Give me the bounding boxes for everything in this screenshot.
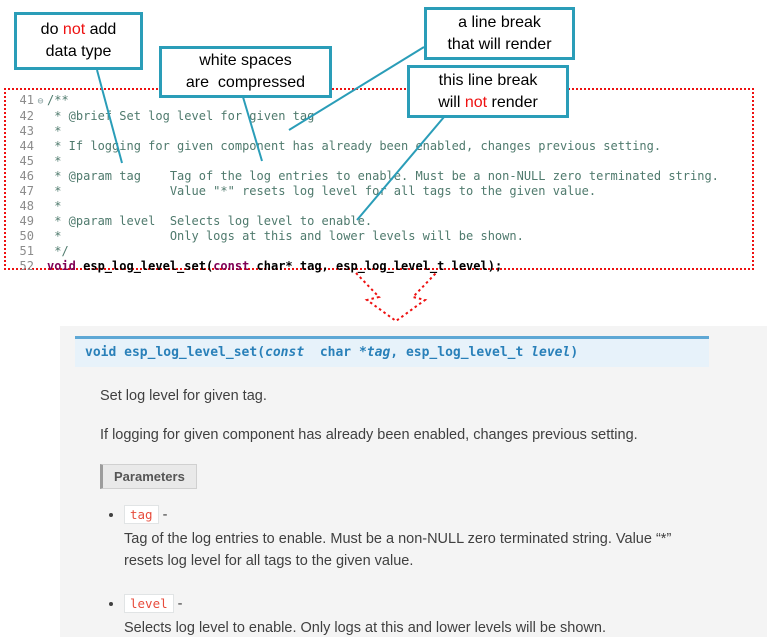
line-number: 44 bbox=[19, 139, 34, 153]
code-line: 52 void esp_log_level_set(const char* tag… bbox=[10, 259, 752, 274]
param-list: tag - Tag of the log entries to enable. … bbox=[100, 504, 712, 637]
code-editor-snippet: 41⊖/** 42 * @brief Set log level for giv… bbox=[4, 88, 754, 273]
code-line: 48 * bbox=[10, 199, 752, 214]
callout-text: this line break bbox=[438, 71, 538, 89]
param-dash: - bbox=[173, 596, 183, 613]
code-line: 45 * bbox=[10, 154, 752, 169]
callout-text: a line break bbox=[458, 13, 541, 31]
transform-arrow-icon bbox=[355, 272, 437, 323]
param-desc: Selects log level to enable. Only logs a… bbox=[124, 620, 606, 637]
emphasized-not: not bbox=[62, 21, 86, 39]
param-name-chip: tag bbox=[124, 504, 159, 524]
code-line: 42 * @brief Set log level for given tag bbox=[10, 109, 752, 124]
callout-text: data type bbox=[45, 43, 112, 60]
callout-box-no-data-type: do not add data type bbox=[14, 12, 143, 70]
line-number: 49 bbox=[19, 214, 34, 228]
function-signature: void esp_log_level_set(const char *tag, … bbox=[75, 336, 709, 367]
code-text: * bbox=[47, 154, 62, 168]
line-number: 41 bbox=[19, 93, 34, 107]
param-item: tag - Tag of the log entries to enable. … bbox=[124, 504, 712, 573]
line-number: 51 bbox=[19, 244, 34, 258]
sig-keyword-const: const bbox=[265, 345, 305, 360]
param-head: tag - bbox=[124, 504, 712, 524]
code-text: */ bbox=[47, 244, 69, 258]
callout-box-whitespace-compressed: white spaces are compressed bbox=[159, 46, 332, 98]
callout-text: will not render bbox=[438, 93, 538, 111]
code-text: * Only logs at this and lower levels wil… bbox=[47, 229, 524, 243]
line-number: 52 bbox=[19, 259, 34, 273]
code-text: * Value "*" resets log level for all tag… bbox=[47, 184, 597, 198]
emphasized-not: not bbox=[464, 93, 488, 111]
doc-brief: Set log level for given tag. bbox=[100, 388, 267, 404]
callout-text: white spaces bbox=[199, 52, 292, 70]
callout-text: that will render bbox=[447, 35, 552, 53]
code-text: * @param tag Tag of the log entries to e… bbox=[47, 169, 719, 183]
line-number: 46 bbox=[19, 169, 34, 183]
code-text: /** bbox=[47, 93, 69, 107]
line-number: 47 bbox=[19, 184, 34, 198]
code-line: 47 * Value "*" resets log level for all … bbox=[10, 184, 752, 199]
sig-function-name: esp_log_level_set bbox=[116, 345, 258, 360]
callout-text: are compressed bbox=[185, 74, 306, 91]
line-number: 48 bbox=[19, 199, 34, 213]
sig-type-level: esp_log_level_t bbox=[405, 345, 532, 360]
parameters-label: Parameters bbox=[100, 463, 197, 489]
param-dash: - bbox=[158, 506, 168, 523]
code-line: 43 * bbox=[10, 124, 752, 139]
code-text: * bbox=[47, 199, 62, 213]
code-line: 50 * Only logs at this and lower levels … bbox=[10, 229, 752, 244]
code-text: void esp_log_level_set(const char* tag, … bbox=[47, 259, 503, 273]
sig-arg-tag: tag bbox=[366, 345, 391, 360]
code-line: 41⊖/** bbox=[10, 93, 752, 109]
param-item: level - Selects log level to enable. Onl… bbox=[124, 594, 712, 637]
line-number: 43 bbox=[19, 124, 34, 138]
sig-arg-level: level bbox=[531, 345, 571, 360]
code-text: * If logging for given component has alr… bbox=[47, 139, 662, 153]
keyword-const: const bbox=[213, 259, 250, 273]
sig-keyword-void: void bbox=[85, 345, 117, 360]
code-line: 46 * @param tag Tag of the log entries t… bbox=[10, 169, 752, 184]
callout-text: do not add bbox=[40, 21, 117, 39]
param-name-chip: level bbox=[124, 594, 174, 614]
line-number: 42 bbox=[19, 109, 34, 123]
param-desc: Tag of the log entries to enable. Must b… bbox=[124, 530, 672, 569]
line-number: 50 bbox=[19, 229, 34, 243]
code-text: * @brief Set log level for given tag bbox=[47, 109, 315, 123]
rendered-docs-panel: void esp_log_level_set(const char *tag, … bbox=[60, 326, 767, 637]
callout-box-line-break-not-render: this line break will not render bbox=[407, 65, 569, 118]
doc-body: Set log level for given tag. If logging … bbox=[100, 386, 712, 637]
doc-description: If logging for given component has alrea… bbox=[100, 426, 638, 443]
code-text: * @param level Selects log level to enab… bbox=[47, 214, 373, 228]
code-line: 51 */ bbox=[10, 244, 752, 259]
param-head: level - bbox=[124, 594, 712, 614]
code-line: 49 * @param level Selects log level to e… bbox=[10, 214, 752, 229]
fold-marker-icon: ⊖ bbox=[37, 96, 44, 107]
code-line: 44 * If logging for given component has … bbox=[10, 139, 752, 154]
line-number: 45 bbox=[19, 154, 34, 168]
keyword-void: void bbox=[47, 259, 76, 273]
code-text: * bbox=[47, 124, 62, 138]
callout-box-line-break-renders: a line break that will render bbox=[424, 7, 575, 60]
